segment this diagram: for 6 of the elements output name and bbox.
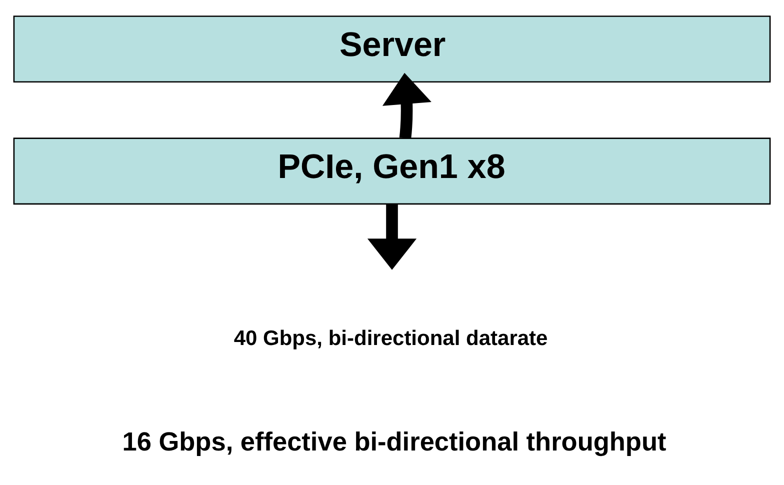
label: 40 Gbps, bi-directional datarate: [234, 327, 548, 350]
node-box: Server: [13, 16, 771, 83]
node-box: PCIe, Gen1 x8: [13, 138, 771, 205]
arrow: [367, 204, 417, 270]
arrow: [382, 72, 432, 139]
label: 16 Gbps, effective bi-directional throughput: [122, 426, 666, 456]
